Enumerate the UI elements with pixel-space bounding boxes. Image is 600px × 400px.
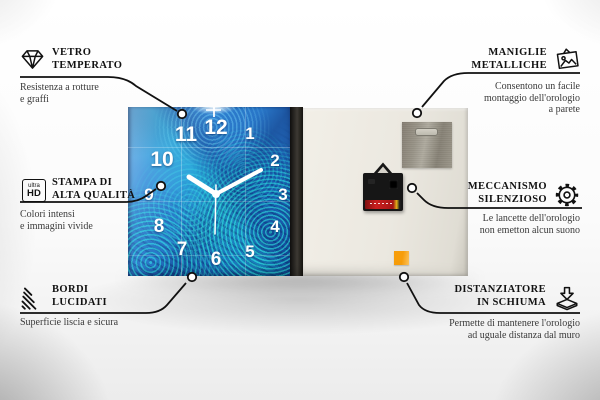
mechanism-hook bbox=[373, 162, 393, 174]
product-shadow bbox=[110, 273, 490, 295]
callout-subtitle-line: a parete bbox=[548, 104, 580, 115]
callout-title-line: TEMPERATO bbox=[52, 59, 123, 71]
callout-title-line: MANIGLIE bbox=[488, 47, 547, 58]
callout-title-line: MECCANISMO bbox=[467, 181, 547, 192]
clock-number-7: 7 bbox=[176, 239, 188, 260]
polished-edge-icon bbox=[20, 286, 46, 317]
battery bbox=[365, 199, 401, 209]
callout-title-line: ALTA QUALITÀ bbox=[52, 189, 136, 201]
callout-title-line: LUCIDATI bbox=[52, 296, 107, 308]
clock-number-3: 3 bbox=[278, 185, 288, 204]
clock-mechanism bbox=[363, 162, 403, 211]
glass-sparkle bbox=[213, 107, 215, 117]
callout-subtitle-line: non emetton alcun suono bbox=[479, 224, 580, 236]
hanger-slot bbox=[415, 128, 438, 136]
battery-label bbox=[370, 202, 392, 205]
callout-subtitle-line: montaggio dell'orologio bbox=[484, 92, 580, 104]
callout-subtitle-line: e immagini vivide bbox=[20, 220, 93, 232]
callout-subtitle-line: Le lancette dell'orologio bbox=[482, 213, 580, 224]
ultra-hd-icon-text-top: ultra bbox=[28, 183, 40, 189]
callout-subtitle-line: e graffi bbox=[20, 93, 49, 105]
callout-title-line: IN SCHIUMA bbox=[476, 296, 546, 308]
clock-number-1: 1 bbox=[245, 124, 255, 143]
foam-spacer-icon bbox=[554, 286, 580, 317]
callout-subtitle-line: Consentono un facile bbox=[495, 81, 580, 92]
ultra-hd-icon: ultra HD bbox=[22, 179, 46, 202]
clock-number-5: 5 bbox=[245, 242, 255, 261]
callout-subtitle-line: ad uguale distanza dal muro bbox=[467, 329, 580, 341]
ultra-hd-icon-text-bottom: HD bbox=[26, 188, 42, 199]
clock-number-2: 2 bbox=[270, 151, 280, 170]
callout-subtitle-line: Resistenza a rotture bbox=[20, 82, 99, 93]
clock-number-11: 11 bbox=[174, 123, 198, 146]
metal-hanger-plate bbox=[402, 122, 452, 168]
callout-subtitle-line: Superficie liscia e sicura bbox=[20, 317, 119, 328]
foam-spacer bbox=[394, 251, 409, 265]
gear-icon bbox=[554, 182, 580, 213]
callout-title-line: STAMPA DI bbox=[52, 177, 113, 188]
callout-title-line: BORDI bbox=[52, 284, 89, 295]
callout-subtitle-line: Permette di mantenere l'orologio bbox=[449, 318, 580, 329]
callout-title-line: SILENZIOSO bbox=[478, 193, 547, 205]
callout-title-line: METALLICHE bbox=[471, 59, 547, 71]
clock-back-panel bbox=[303, 108, 468, 276]
clock-hands bbox=[186, 168, 263, 235]
clock-front-panel: 12 1 2 3 4 5 6 7 8 9 10 11 bbox=[128, 107, 290, 276]
clock-number-12: 12 bbox=[204, 116, 228, 139]
glass-sparkle bbox=[206, 109, 221, 111]
diamond-icon bbox=[20, 47, 45, 77]
clock-number-8: 8 bbox=[153, 216, 165, 237]
clock-number-4: 4 bbox=[270, 217, 280, 236]
clock-number-6: 6 bbox=[210, 249, 222, 270]
picture-frame-icon bbox=[555, 46, 580, 76]
mechanism-detail bbox=[389, 180, 398, 189]
panel-side-edge bbox=[290, 107, 303, 276]
callout-title-line: VETRO bbox=[52, 47, 92, 58]
callout-subtitle-line: Colori intensi bbox=[20, 209, 75, 220]
mechanism-detail bbox=[368, 179, 375, 184]
clock-number-10: 10 bbox=[150, 148, 174, 171]
callout-title-line: DISTANZIATORE bbox=[454, 284, 546, 295]
